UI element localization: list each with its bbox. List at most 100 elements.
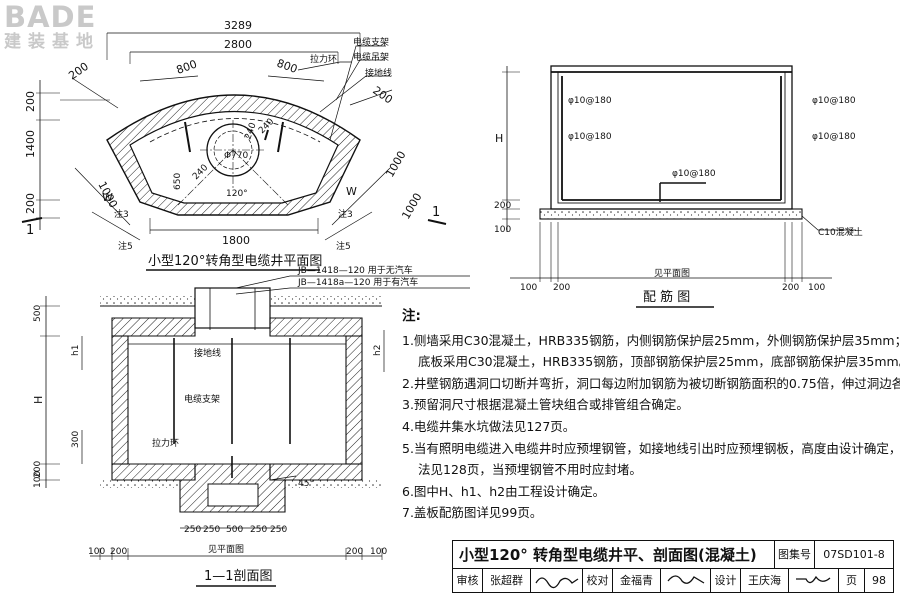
plan-dim-1000-right-lower: 1000 bbox=[399, 191, 424, 222]
section-dim-300: 300 bbox=[71, 431, 81, 448]
section-label-h1: h1 bbox=[71, 345, 81, 356]
signature-mark bbox=[534, 577, 578, 589]
plan-label-w-left: W bbox=[102, 191, 113, 204]
section-dim-500: 500 bbox=[33, 305, 43, 322]
plan-label-cable-hanger: 电缆吊架 bbox=[353, 51, 389, 63]
designer-name: 王庆海 bbox=[741, 569, 789, 592]
plan-dim-800-right: 800 bbox=[275, 57, 299, 76]
plan-dim-phi770: Φ770 bbox=[224, 151, 249, 161]
page-label: 页 bbox=[839, 569, 865, 592]
design-label: 设计 bbox=[711, 569, 741, 592]
section-dim-250-a: 250 bbox=[184, 525, 201, 535]
reviewer-signature bbox=[531, 569, 583, 592]
section-label-pull-ring: 拉力环 bbox=[152, 437, 179, 449]
section-label-45deg: 45° bbox=[298, 479, 314, 489]
rebar-dim-200-left: 200 bbox=[494, 201, 511, 211]
plan-dim-2800: 2800 bbox=[224, 38, 252, 51]
atlas-number: 07SD101-8 bbox=[815, 541, 893, 569]
rebar-dim-200-bottom-left: 200 bbox=[553, 283, 570, 293]
section-label-h2: h2 bbox=[373, 345, 383, 356]
logo-text: BADE bbox=[4, 0, 97, 34]
plan-label-note5-right: 注5 bbox=[336, 240, 351, 252]
plan-view: 3289 2800 800 800 200 200 200 1400 200 1… bbox=[21, 19, 447, 271]
section-dim-100: 100 bbox=[33, 471, 43, 488]
page-number: 98 bbox=[872, 574, 886, 587]
plan-angle-120: 120° bbox=[226, 189, 248, 199]
note-5a: 5.当有照明电缆进入电缆井时应预埋钢管，如接地线引出时应预埋钢板，高度由设计确定… bbox=[402, 440, 900, 456]
rebar-label-right-1: φ10@180 bbox=[812, 96, 856, 106]
plan-section-mark-right: 1 bbox=[432, 205, 440, 220]
rebar-title: 配 筋 图 bbox=[643, 289, 690, 305]
plan-title: 小型120°转角型电缆井平面图 bbox=[148, 253, 322, 269]
note-5b: 法见128页，当预埋钢管不用时应封堵。 bbox=[418, 462, 642, 478]
section-dim-200-right: 200 bbox=[346, 547, 363, 557]
section-label-width: 见平面图 bbox=[208, 544, 244, 555]
plan-dim-200-topright: 200 bbox=[370, 84, 395, 107]
review-label: 审核 bbox=[453, 569, 483, 592]
rebar-label-width: 见平面图 bbox=[654, 268, 690, 279]
note-1b: 底板采用C30混凝土，HRB335钢筋，顶部钢筋保护层25mm，底部钢筋保护层3… bbox=[418, 354, 900, 370]
plan-dim-3289: 3289 bbox=[224, 19, 252, 32]
section-dim-500-b: 500 bbox=[226, 525, 243, 535]
check-label: 校对 bbox=[583, 569, 613, 592]
rebar-view: φ10@180 φ10@180 φ10@180 φ10@180 φ10@180 … bbox=[494, 65, 863, 308]
section-label-ground-wire: 接地线 bbox=[194, 347, 221, 359]
plan-label-note5-left: 注5 bbox=[118, 240, 133, 252]
plan-label-pull-ring: 拉力环 bbox=[310, 53, 337, 65]
note-4: 4.电缆井集水坑做法见127页。 bbox=[402, 418, 576, 434]
atlas-label: 图集号 bbox=[775, 541, 815, 569]
plan-dim-200-left-bottom: 200 bbox=[24, 193, 37, 214]
rebar-label-right-2: φ10@180 bbox=[812, 132, 856, 142]
plan-label-ground-wire: 接地线 bbox=[365, 67, 392, 79]
signature-mark bbox=[666, 575, 704, 584]
section-dim-250-d: 250 bbox=[270, 525, 287, 535]
plan-dim-1000-right: 1000 bbox=[383, 149, 408, 180]
note-1a: 1.侧墙采用C30混凝土，HRB335钢筋，内侧钢筋保护层25mm，外侧钢筋保护… bbox=[402, 332, 900, 348]
bade-logo: BADE 建装基地 bbox=[4, 2, 100, 52]
section-dim-250-c: 250 bbox=[250, 525, 267, 535]
rebar-label-concrete: C10混凝土 bbox=[818, 226, 863, 238]
title-block-title: 小型120° 转角型电缆井平、剖面图(混凝土) bbox=[453, 541, 775, 569]
rebar-label-left-2: φ10@180 bbox=[568, 132, 612, 142]
section-dim-200-left: 200 bbox=[110, 547, 127, 557]
notes-block: 注: 1.侧墙采用C30混凝土，HRB335钢筋，内侧钢筋保护层25mm，外侧钢… bbox=[402, 306, 900, 524]
note-3: 3.预留洞尺寸根据混凝土管块组合或排管组合确定。 bbox=[402, 397, 689, 413]
section-view: JB—1418—120 用于无汽车 JB—1418a—120 用于有汽车 接地线… bbox=[32, 264, 470, 587]
notes-heading: 注: bbox=[402, 308, 421, 324]
rebar-label-bottom: φ10@180 bbox=[672, 169, 716, 179]
plan-dim-200-left-top: 200 bbox=[24, 91, 37, 112]
rebar-dim-100-bottom-right: 100 bbox=[808, 283, 825, 293]
plan-label-note3-right: 注3 bbox=[338, 208, 353, 220]
plan-section-mark-left: 1 bbox=[26, 223, 34, 238]
section-dim-100-right: 100 bbox=[370, 547, 387, 557]
plan-dim-650: 650 bbox=[173, 173, 183, 190]
section-dim-100-left: 100 bbox=[88, 547, 105, 557]
section-label-h: H bbox=[32, 396, 45, 404]
reviewer-name: 张超群 bbox=[483, 569, 531, 592]
plan-dim-1800: 1800 bbox=[222, 234, 250, 247]
checker-signature bbox=[661, 569, 711, 592]
section-ref-1: JB—1418—120 用于无汽车 bbox=[297, 264, 413, 276]
note-2: 2.井壁钢筋遇洞口切断并弯折，洞口每边附加钢筋为被切断钢筋面积的0.75倍，伸过… bbox=[402, 375, 900, 391]
title-block: 小型120° 转角型电缆井平、剖面图(混凝土) 图集号 07SD101-8 审核… bbox=[452, 540, 894, 593]
logo-subtext: 建装基地 bbox=[4, 32, 100, 52]
rebar-label-left-1: φ10@180 bbox=[568, 96, 612, 106]
signature-mark bbox=[795, 575, 830, 584]
section-title: 1—1剖面图 bbox=[204, 569, 273, 584]
checker-name: 金福青 bbox=[613, 569, 661, 592]
plan-label-note3-left: 注3 bbox=[114, 208, 129, 220]
rebar-dim-100-left: 100 bbox=[494, 225, 511, 235]
plan-label-cable-bracket: 电缆支架 bbox=[353, 36, 389, 48]
section-ref-2: JB—1418a—120 用于有汽车 bbox=[297, 276, 418, 288]
plan-label-w-right: W bbox=[346, 185, 357, 198]
designer-signature bbox=[789, 569, 839, 592]
rebar-label-h: H bbox=[495, 132, 503, 145]
note-7: 7.盖板配筋图详见99页。 bbox=[402, 505, 543, 521]
plan-dim-800-left: 800 bbox=[175, 57, 199, 76]
section-label-cable-bracket: 电缆支架 bbox=[184, 393, 220, 405]
note-6: 6.图中H、h1、h2由工程设计确定。 bbox=[402, 483, 606, 499]
section-dim-250-b: 250 bbox=[203, 525, 220, 535]
rebar-dim-200-bottom-right: 200 bbox=[782, 283, 799, 293]
plan-dim-200-topleft: 200 bbox=[66, 60, 91, 83]
